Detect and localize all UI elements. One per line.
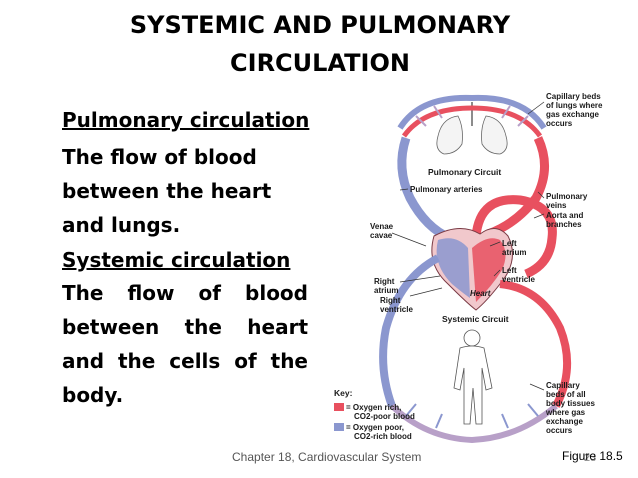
label-right-ventricle-1: Right bbox=[380, 296, 401, 305]
pulmonary-capillary-bed bbox=[397, 94, 547, 138]
page-number: 23 bbox=[584, 452, 597, 464]
title-line-2: CIRCULATION bbox=[230, 49, 410, 77]
body-silhouette bbox=[453, 329, 493, 425]
label-capillary-body-5: exchange bbox=[546, 417, 583, 426]
systemic-artery-vessel bbox=[499, 280, 572, 408]
systemic-capillary-bed bbox=[389, 403, 558, 444]
key-poor-line-1: = Oxygen poor, bbox=[346, 423, 404, 432]
slide-footer: Chapter 18, Cardiovascular System bbox=[232, 450, 422, 464]
key-rich-line-2: CO2-poor blood bbox=[354, 412, 415, 421]
key-poor-line-2: CO2-rich blood bbox=[354, 432, 412, 441]
label-pulmonary-veins-2: veins bbox=[546, 201, 567, 210]
leader-lines bbox=[391, 101, 545, 391]
label-left-atrium-1: Left bbox=[502, 239, 517, 248]
label-capillary-lungs-2: of lungs where bbox=[546, 101, 603, 110]
label-left-ventricle-1: Left bbox=[502, 266, 517, 275]
label-heart: Heart bbox=[470, 289, 491, 298]
systemic-vein-vessel bbox=[379, 254, 440, 408]
label-capillary-body-6: occurs bbox=[546, 426, 573, 435]
slide-title: SYSTEMIC AND PULMONARY CIRCULATION bbox=[60, 6, 580, 82]
label-systemic-circuit: Systemic Circuit bbox=[442, 314, 509, 324]
key-title: Key: bbox=[334, 388, 353, 398]
text-column: Pulmonary circulation The flow of blood … bbox=[62, 106, 310, 412]
pulmonary-text: The flow of blood between the heart and … bbox=[62, 145, 272, 237]
pulmonary-heading: Pulmonary circulation bbox=[62, 108, 310, 132]
title-line-1: SYSTEMIC AND PULMONARY bbox=[129, 11, 511, 39]
key-swatch-oxygen-rich bbox=[334, 403, 344, 411]
label-pulmonary-arteries: Pulmonary arteries bbox=[410, 185, 483, 194]
label-capillary-body-3: body tissues bbox=[546, 399, 595, 408]
label-left-atrium-2: atrium bbox=[502, 248, 526, 257]
aorta-vessel bbox=[471, 195, 557, 279]
pulmonary-artery-vessel bbox=[397, 136, 452, 243]
heart-illustration bbox=[431, 228, 513, 311]
lungs-illustration bbox=[436, 102, 508, 155]
label-capillary-body-4: where gas bbox=[545, 408, 586, 417]
label-venae-cavae-2: cavae bbox=[370, 231, 393, 240]
circulation-diagram: Capillary beds of lungs where gas exchan… bbox=[334, 92, 603, 444]
systemic-heading: Systemic circulation bbox=[62, 248, 291, 272]
label-pulmonary-veins-1: Pulmonary bbox=[546, 192, 588, 201]
label-capillary-body-1: Capillary bbox=[546, 381, 580, 390]
key-rich-line-1: = Oxygen rich, bbox=[346, 403, 401, 412]
pulmonary-vein-vessel bbox=[486, 136, 550, 239]
label-right-atrium-2: atrium bbox=[374, 286, 398, 295]
diagram-key: Key: = Oxygen rich, CO2-poor blood = Oxy… bbox=[334, 388, 415, 441]
label-aorta-1: Aorta and bbox=[546, 211, 583, 220]
label-right-atrium-1: Right bbox=[374, 277, 395, 286]
label-capillary-lungs-1: Capillary beds bbox=[546, 92, 601, 101]
label-capillary-lungs-3: gas exchange bbox=[546, 110, 599, 119]
systemic-text: The flow of blood between the heart and … bbox=[62, 281, 308, 407]
label-capillary-lungs-4: occurs bbox=[546, 119, 573, 128]
label-capillary-body-2: beds of all bbox=[546, 390, 586, 399]
key-swatch-oxygen-poor bbox=[334, 423, 344, 431]
label-venae-cavae-1: Venae bbox=[370, 222, 394, 231]
label-aorta-2: branches bbox=[546, 220, 582, 229]
label-right-ventricle-2: ventricle bbox=[380, 305, 413, 314]
figure-reference: Figure 18.5 bbox=[562, 449, 623, 463]
label-left-ventricle-2: ventricle bbox=[502, 275, 535, 284]
label-pulmonary-circuit: Pulmonary Circuit bbox=[428, 167, 501, 177]
